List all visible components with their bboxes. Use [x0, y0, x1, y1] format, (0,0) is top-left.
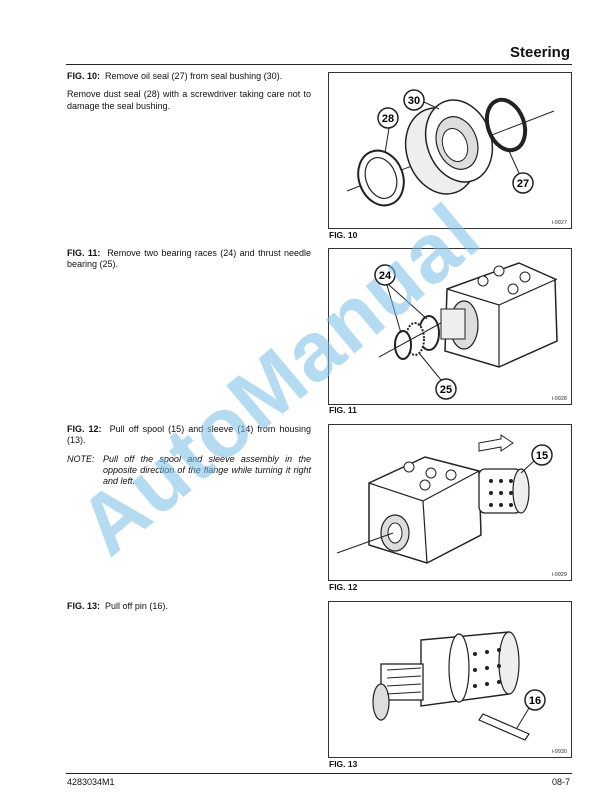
figure-11-caption: FIG. 11 [329, 405, 357, 415]
callout-30: 30 [408, 95, 420, 107]
callout-27: 27 [517, 178, 529, 190]
footer-rule [66, 773, 572, 774]
step-fig10-text: FIG. 10: Remove oil seal (27) from seal … [67, 71, 311, 119]
callout-28: 28 [382, 113, 394, 125]
callout-15: 15 [536, 450, 548, 462]
step-fig12-note: NOTE: Pull off the spool and sleeve asse… [67, 454, 311, 488]
step-fig12-label: FIG. 12: [67, 424, 102, 434]
callout-24: 24 [379, 270, 392, 282]
step-fig10-extra: Remove dust seal (28) with a screwdriver… [67, 89, 311, 111]
section-title: Steering [509, 44, 570, 61]
step-fig13-label: FIG. 13: [67, 601, 101, 611]
figure-13-ref: i-9930 [551, 749, 567, 755]
step-fig13-instruction: Pull off pin (16). [105, 601, 168, 611]
step-fig11-text: FIG. 11: Remove two bearing races (24) a… [67, 248, 311, 278]
callout-16: 16 [529, 695, 541, 707]
step-fig11-instruction: Remove two bearing races (24) and thrust… [67, 248, 311, 270]
figure-11-ref: i-9928 [551, 396, 567, 402]
step-fig11-label: FIG. 11: [67, 248, 101, 258]
figure-10-illustration: 28 30 27 [346, 89, 555, 207]
figure-11-illustration: 24 25 [374, 262, 558, 400]
step-fig12-text: FIG. 12: Pull off spool (15) and sleeve … [67, 424, 311, 487]
header-rule [66, 64, 572, 65]
figure-13: 16 i-9930 [328, 601, 572, 758]
step-fig10-label: FIG. 10: [67, 71, 101, 81]
callout-25: 25 [440, 384, 452, 396]
figure-12-illustration: 15 [336, 434, 553, 564]
step-fig13-text: FIG. 13: Pull off pin (16). [67, 601, 311, 619]
figure-10: 28 30 27 i-9927 [328, 72, 572, 229]
figure-13-illustration: 16 [372, 631, 546, 741]
footer-part-number: 4283034M1 [67, 777, 115, 787]
figure-10-ref: i-9927 [551, 220, 567, 226]
step-fig10-instruction: Remove oil seal (27) from seal bushing (… [105, 71, 283, 81]
footer-page-number: 08-7 [551, 777, 570, 787]
figure-12-ref: i-9929 [551, 572, 567, 578]
note-text: Pull off the spool and sleeve assembly i… [103, 453, 311, 487]
figure-12-caption: FIG. 12 [329, 582, 358, 592]
figure-12: 15 i-9929 [328, 424, 572, 581]
figure-10-caption: FIG. 10 [329, 230, 358, 240]
note-label: NOTE: [67, 453, 95, 464]
figure-11: 24 25 i-9928 [328, 248, 572, 405]
figure-13-caption: FIG. 13 [329, 759, 358, 769]
step-fig12-instruction: Pull off spool (15) and sleeve (14) from… [67, 424, 311, 446]
